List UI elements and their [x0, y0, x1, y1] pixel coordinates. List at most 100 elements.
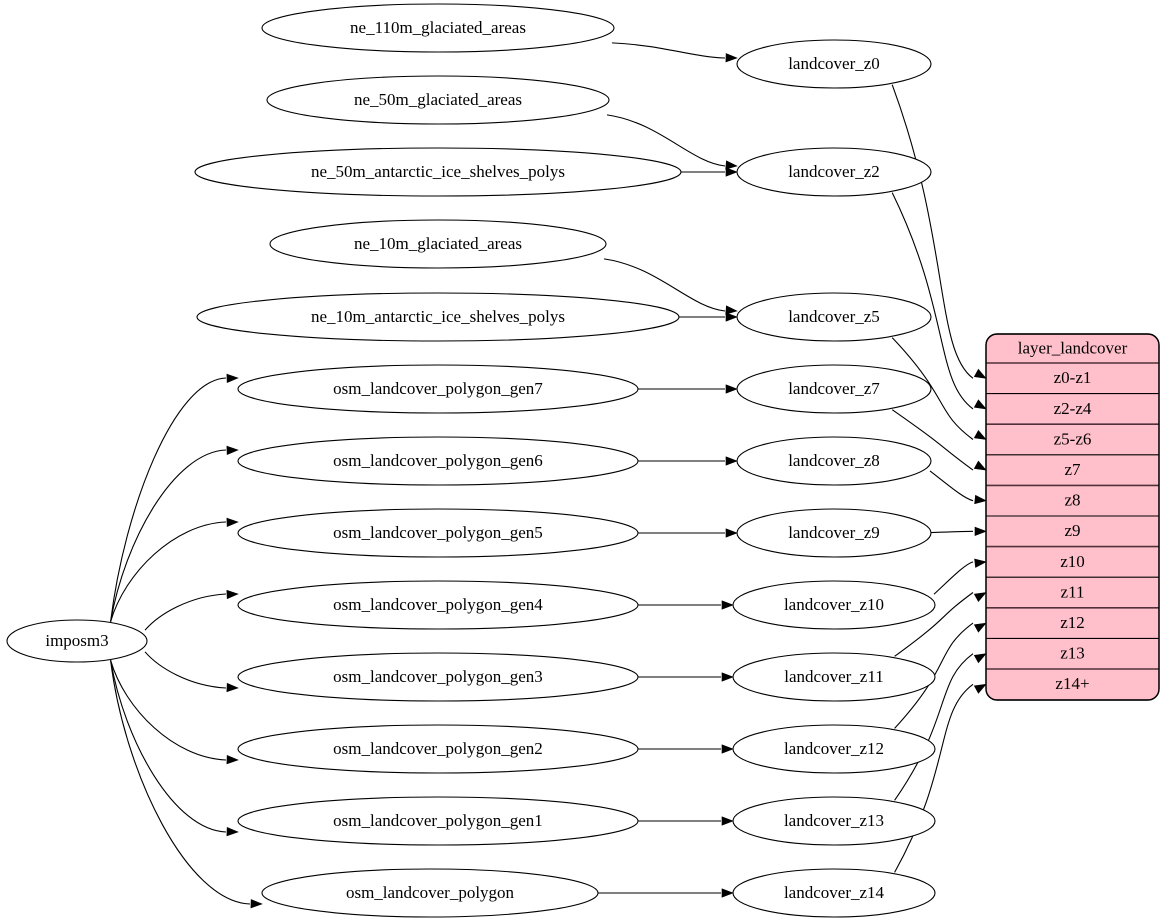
node-label: osm_landcover_polygon_gen5: [333, 523, 543, 542]
node-ne_110m_glaciated_areas[interactable]: ne_110m_glaciated_areas: [261, 3, 615, 53]
node-landcover_z0[interactable]: landcover_z0: [736, 39, 932, 89]
node-landcover_z10[interactable]: landcover_z10: [732, 580, 936, 630]
arrowhead: [725, 160, 738, 170]
edge-path: [110, 660, 227, 833]
edge-ne_110m_glaciated_areas-to-landcover_z0: [611, 42, 738, 63]
node-label: osm_landcover_polygon_gen1: [333, 811, 543, 830]
node-label: osm_landcover_polygon_gen2: [333, 739, 543, 758]
node-landcover_z12[interactable]: landcover_z12: [732, 724, 936, 774]
table-row-label[interactable]: z10: [1060, 552, 1085, 571]
edge-path: [891, 409, 974, 471]
node-ellipse: [194, 147, 682, 197]
node-label: osm_landcover_polygon_gen3: [333, 667, 543, 686]
node-label: landcover_z11: [784, 667, 883, 686]
table-row-label[interactable]: z9: [1064, 521, 1080, 540]
edge-path: [110, 377, 227, 622]
edge-landcover_z9-to-row-5: [929, 526, 987, 536]
arrowhead: [725, 53, 738, 63]
node-landcover_z9[interactable]: landcover_z9: [736, 508, 932, 558]
node-label: osm_landcover_polygon_gen6: [333, 451, 543, 470]
edge-ne_10m_glaciated_areas-to-landcover_z5: [603, 258, 738, 315]
node-ellipse: [736, 39, 932, 89]
node-label: ne_10m_glaciated_areas: [354, 234, 522, 253]
edge-imposm3-to-osm_landcover_polygon_gen1: [110, 660, 239, 837]
node-osm_landcover_polygon_gen3[interactable]: osm_landcover_polygon_gen3: [237, 652, 639, 702]
node-ellipse: [237, 580, 639, 630]
node-osm_landcover_polygon_gen4[interactable]: osm_landcover_polygon_gen4: [237, 580, 639, 630]
node-label: landcover_z10: [784, 595, 884, 614]
edge-landcover_z7-to-row-3: [891, 409, 987, 471]
edge-path: [891, 192, 974, 410]
edge-landcover_z0-to-row-0: [891, 84, 987, 379]
edge-path: [891, 337, 974, 440]
table-row-label[interactable]: z7: [1064, 460, 1081, 479]
table-row-label[interactable]: z2-z4: [1054, 399, 1092, 418]
arrowhead: [973, 622, 987, 633]
arrowhead: [226, 445, 239, 455]
edge-path: [110, 449, 227, 622]
node-osm_landcover_polygon_gen2[interactable]: osm_landcover_polygon_gen2: [237, 724, 639, 774]
table-row-label[interactable]: z0-z1: [1054, 368, 1092, 387]
node-osm_landcover_polygon_gen1[interactable]: osm_landcover_polygon_gen1: [237, 796, 639, 846]
edge-osm_landcover_polygon_gen1-to-landcover_z13: [638, 816, 734, 826]
layer-landcover-node[interactable]: layer_landcover z0-z1 z2-z4 z5-z6 z7 z8 z9 z10 z…: [985, 333, 1160, 701]
node-ne_10m_antarctic_ice_shelves_polys[interactable]: ne_10m_antarctic_ice_shelves_polys: [196, 292, 680, 342]
edge-ne_50m_glaciated_areas-to-landcover_z2: [606, 114, 738, 170]
table-row-label[interactable]: z11: [1061, 582, 1085, 601]
edge-osm_landcover_polygon_gen2-to-landcover_z12: [638, 744, 734, 754]
node-ne_50m_glaciated_areas[interactable]: ne_50m_glaciated_areas: [266, 75, 610, 125]
edge-path: [144, 651, 227, 689]
node-ellipse: [732, 724, 936, 774]
node-landcover_z13[interactable]: landcover_z13: [732, 796, 936, 846]
layer-landcover-table: layer_landcover z0-z1 z2-z4 z5-z6 z7 z8 z9 z10 z…: [985, 333, 1160, 701]
edge-osm_landcover_polygon_gen6-to-landcover_z8: [638, 456, 738, 466]
node-ellipse: [237, 508, 639, 558]
node-ellipse: [732, 580, 936, 630]
node-osm_landcover_polygon_gen7[interactable]: osm_landcover_polygon_gen7: [237, 364, 639, 414]
table-row-label[interactable]: z13: [1060, 644, 1085, 663]
node-osm_landcover_polygon_gen5[interactable]: osm_landcover_polygon_gen5: [237, 508, 639, 558]
node-landcover_z14[interactable]: landcover_z14: [732, 868, 936, 918]
table-outline: [985, 333, 1160, 701]
table-row-label[interactable]: z12: [1060, 613, 1085, 632]
node-ellipse: [266, 75, 610, 125]
edge-imposm3-to-osm_landcover_polygon_gen3: [144, 651, 239, 693]
edge-path: [894, 622, 974, 729]
node-label: landcover_z2: [788, 162, 880, 181]
arrowhead: [973, 429, 987, 440]
node-osm_landcover_polygon_gen6[interactable]: osm_landcover_polygon_gen6: [237, 436, 639, 486]
node-ellipse: [736, 508, 932, 558]
node-ellipse: [196, 292, 680, 342]
node-landcover_z5[interactable]: landcover_z5: [736, 292, 932, 342]
edge-path: [933, 561, 974, 595]
node-ne_10m_glaciated_areas[interactable]: ne_10m_glaciated_areas: [269, 219, 607, 269]
edge-landcover_z11-to-row-7: [894, 592, 987, 657]
node-imposm3[interactable]: imposm3: [6, 619, 148, 663]
table-header-label: layer_landcover: [1018, 338, 1128, 357]
edge-path: [110, 521, 227, 622]
edge-path: [894, 592, 974, 657]
arrowhead: [973, 592, 987, 603]
node-osm_landcover_polygon[interactable]: osm_landcover_polygon: [261, 868, 599, 918]
table-row-label[interactable]: z14+: [1055, 674, 1089, 693]
node-landcover_z2[interactable]: landcover_z2: [736, 147, 932, 197]
node-ellipse: [732, 868, 936, 918]
node-label: landcover_z0: [788, 54, 880, 73]
node-ne_50m_antarctic_ice_shelves_polys[interactable]: ne_50m_antarctic_ice_shelves_polys: [194, 147, 682, 197]
node-ellipse: [269, 219, 607, 269]
edge-imposm3-to-osm_landcover_polygon_gen6: [110, 445, 239, 622]
node-label: landcover_z14: [784, 883, 885, 902]
table-row-label[interactable]: z8: [1064, 491, 1080, 510]
arrowhead: [721, 816, 734, 826]
table-row-label[interactable]: z5-z6: [1054, 429, 1092, 448]
node-ellipse: [736, 436, 932, 486]
node-landcover_z8[interactable]: landcover_z8: [736, 436, 932, 486]
edge-landcover_z10-to-row-6: [933, 558, 987, 595]
node-landcover_z11[interactable]: landcover_z11: [732, 652, 936, 702]
node-ellipse: [237, 796, 639, 846]
node-landcover_z7[interactable]: landcover_z7: [736, 364, 932, 414]
arrowhead: [974, 558, 987, 568]
edge-landcover_z2-to-row-1: [891, 192, 987, 410]
arrowhead: [226, 755, 239, 765]
